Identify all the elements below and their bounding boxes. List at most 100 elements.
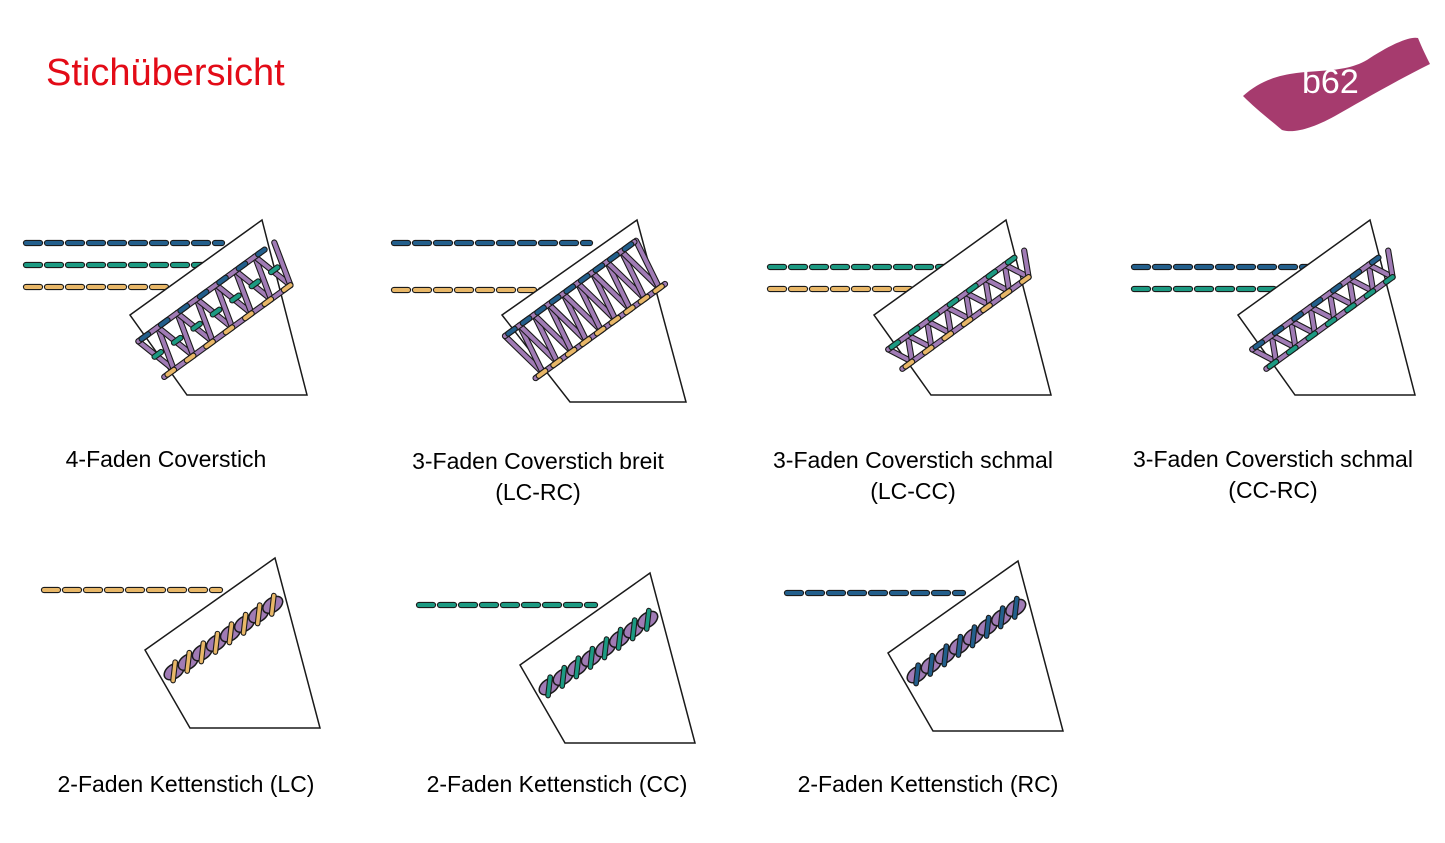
thread-segment (1022, 248, 1031, 280)
thread-segment (217, 275, 228, 285)
thread-segment (944, 305, 973, 322)
thread-segment (983, 276, 1012, 294)
thread-segment (233, 268, 254, 316)
thread-segment (624, 305, 635, 315)
thread-segment (185, 650, 192, 673)
stitch-caption-line: 3-Faden Coverstich breit (412, 448, 664, 474)
thread-segment (908, 326, 920, 335)
thread-segment (638, 294, 650, 304)
stitch-drawing (783, 559, 1064, 732)
stitch-caption-line: 3-Faden Coverstich schmal (1133, 446, 1413, 472)
thread-segment (1325, 317, 1337, 327)
thread-segment (197, 289, 209, 299)
stitch-caption-3-thread-cover-wide: 3-Faden Coverstich breit (LC-RC) (358, 446, 718, 508)
thread-segment (947, 298, 959, 307)
seam-band (1249, 247, 1396, 372)
thread-segment (178, 304, 189, 313)
stitch-drawing (415, 571, 696, 744)
thread-segment (1386, 248, 1395, 280)
thread-segment (1292, 312, 1303, 321)
thread-segment (956, 634, 963, 657)
thread-segment (925, 319, 953, 336)
thread-segment (1311, 298, 1323, 307)
thread-segment (1269, 333, 1298, 350)
thread-segment (634, 238, 662, 291)
thread-segment (255, 603, 262, 626)
thread-segment (1327, 290, 1356, 308)
thread-segment (1384, 275, 1395, 284)
seam-band (885, 247, 1032, 372)
thread-segment (175, 311, 196, 358)
thread-segment (210, 307, 222, 317)
model-badge-text: b62 (1302, 63, 1359, 101)
thread-segment (281, 283, 293, 292)
thread-segment (942, 644, 949, 667)
thread-segment (963, 290, 992, 308)
chain-band (538, 607, 659, 699)
thread-segment (262, 297, 274, 306)
thread-segment (593, 263, 605, 273)
thread-segment (1012, 596, 1019, 619)
thread-segment (944, 305, 953, 336)
thread-segment (204, 339, 215, 349)
stitch-caption-line: 2-Faden Kettenstich (RC) (797, 771, 1059, 797)
stitch-illustration-3-thread-cover-wide (390, 215, 710, 415)
thread-segment (928, 653, 935, 676)
seam-band (501, 237, 669, 382)
thread-segment (608, 252, 619, 262)
thread-segment (580, 337, 591, 346)
thread-segment (1331, 283, 1342, 293)
thread-segment (579, 274, 590, 283)
thread-segment (616, 627, 623, 650)
fabric-piece (519, 571, 696, 744)
stitch-illustration-3-thread-cover-narrow-lc-cc (766, 215, 1086, 415)
stitch-drawing (22, 218, 308, 396)
stitch-drawing (40, 556, 321, 729)
thread-segment (574, 656, 581, 679)
thread-segment (560, 665, 567, 688)
thread-segment (236, 261, 248, 271)
model-badge: b62 (1240, 32, 1430, 132)
thread-segment (905, 333, 915, 364)
thread-segment (171, 335, 183, 345)
thread-segment (595, 326, 606, 336)
stitch-drawing (766, 218, 1052, 396)
thread-segment (565, 347, 577, 357)
stitch-caption-2-thread-chain-cc: 2-Faden Kettenstich (CC) (377, 769, 737, 800)
thread-segment (653, 284, 664, 294)
thread-segment (1002, 262, 1031, 280)
thread-segment (981, 303, 992, 313)
thread-segment (152, 350, 164, 359)
thread-segment (903, 359, 915, 369)
thread-segment (1308, 305, 1337, 322)
page-title: Stichübersicht (46, 52, 285, 94)
stitch-caption-line: (LC-RC) (495, 479, 581, 505)
thread-segment (1250, 347, 1279, 364)
chain-stitch-group (415, 571, 696, 744)
thread-segment (588, 646, 595, 669)
seam-band (135, 239, 294, 380)
thread-segment (214, 282, 235, 330)
thread-segment (184, 353, 196, 363)
thread-segment (269, 265, 280, 275)
thread-segment (269, 593, 276, 616)
thread-segment (546, 675, 552, 698)
stitch-caption-line: 3-Faden Coverstich schmal (773, 447, 1053, 473)
thread-segment (506, 326, 517, 336)
thread-segment (925, 319, 934, 350)
cover-stitch-group (766, 218, 1052, 396)
thread-segment (199, 641, 206, 664)
thread-segment (886, 347, 915, 364)
chain-band (906, 595, 1027, 687)
thread-segment (986, 269, 998, 279)
thread-segment (970, 625, 977, 648)
thread-segment (536, 369, 548, 378)
stitch-caption-line: 2-Faden Kettenstich (LC) (57, 771, 315, 797)
fabric-piece (887, 559, 1064, 732)
thread-segment (551, 358, 562, 368)
thread-segment (1006, 255, 1017, 265)
thread-segment (984, 615, 991, 638)
thread-segment (630, 618, 637, 641)
thread-segment (230, 293, 241, 303)
stitch-caption-2-thread-chain-rc: 2-Faden Kettenstich (RC) (748, 769, 1108, 800)
